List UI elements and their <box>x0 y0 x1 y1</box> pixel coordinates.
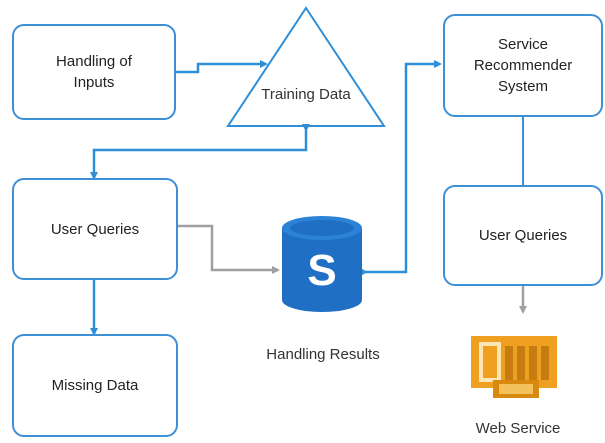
database-s-icon: S <box>282 216 362 312</box>
handling-results-label: Handling Results <box>266 346 380 363</box>
training-data-triangle <box>226 6 386 127</box>
user-queries-right-box: User Queries <box>443 185 603 286</box>
missing-data-box: Missing Data <box>12 334 178 437</box>
web-service-label: Web Service <box>475 420 561 437</box>
arrow-userqueries-database <box>172 222 280 274</box>
user-queries-left-box: User Queries <box>12 178 178 280</box>
service-recommender-box: Service Recommender System <box>443 14 603 117</box>
web-service-icon <box>471 336 557 398</box>
training-data-label: Training Data <box>261 86 351 103</box>
arrow-database-recommender <box>360 60 442 276</box>
handling-inputs-box: Handling of Inputs <box>12 24 176 120</box>
svg-text:S: S <box>307 246 336 295</box>
arrow-training-userqueries <box>90 124 310 180</box>
arrow-inputs-training <box>170 60 268 76</box>
